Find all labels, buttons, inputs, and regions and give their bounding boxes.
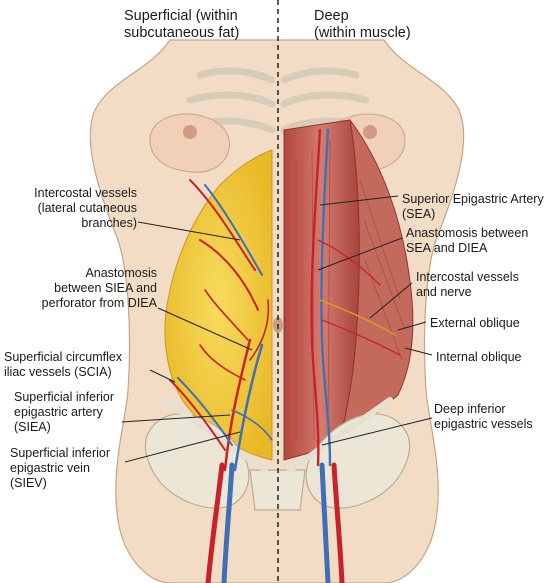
label-scia: Superficial circumflex iliac vessels (SC… bbox=[4, 350, 123, 379]
superficial-vessels bbox=[169, 179, 273, 472]
label-internal-oblique: Internal oblique bbox=[436, 350, 522, 364]
label-external-oblique: External oblique bbox=[430, 316, 520, 330]
header-superficial: Superficial (within subcutaneous fat) bbox=[124, 8, 240, 41]
label-siea: Superficial inferior epigastric artery (… bbox=[14, 390, 115, 434]
femoral-vessels bbox=[205, 462, 345, 583]
label-anastomosis-sea-diea: Anastomosis between SEA and DIEA bbox=[406, 226, 529, 255]
label-intercostal-lateral: Intercostal vessels (lateral cutaneous b… bbox=[34, 186, 137, 230]
deep-vessels bbox=[310, 128, 401, 467]
label-anastomosis-siea: Anastomosis between SIEA and perforator … bbox=[41, 266, 157, 310]
label-deep-inferior: Deep inferior epigastric vessels bbox=[434, 402, 533, 431]
label-sea: Superior Epigastric Artery (SEA) bbox=[402, 192, 544, 221]
muscle-striations bbox=[295, 139, 406, 441]
label-intercostal-nerve: Intercostal vessels and nerve bbox=[416, 270, 519, 299]
label-siev: Superficial inferior epigastric vein (SI… bbox=[10, 446, 111, 490]
leader-lines bbox=[121, 195, 433, 463]
header-deep: Deep (within muscle) bbox=[314, 8, 411, 41]
